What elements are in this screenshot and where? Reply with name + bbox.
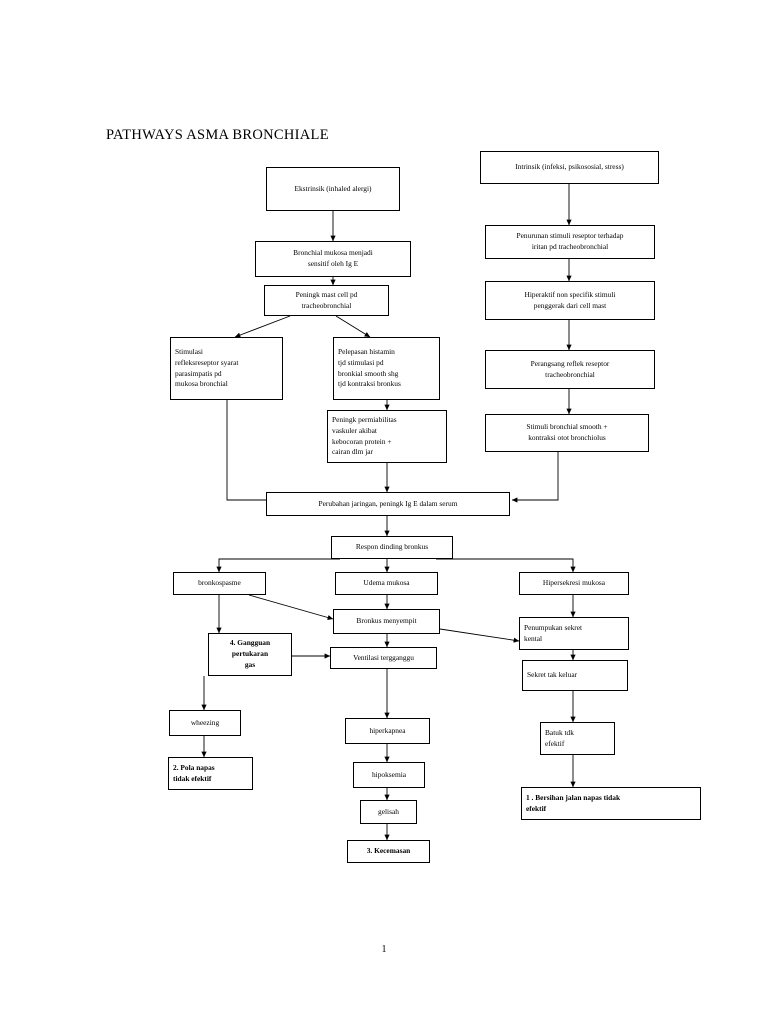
node-perubahan-jaringan: Perubahan jaringan, peningk Ig E dalam s… bbox=[266, 492, 510, 516]
node-hipersekresi-mukosa: Hipersekresi mukosa bbox=[519, 572, 629, 595]
node-peningk-mast-cell: Peningk mast cell pd tracheobronchial bbox=[264, 285, 389, 316]
node-intrinsik: Intrinsik (infeksi, psikososial, stress) bbox=[480, 151, 659, 184]
node-bronkus-menyempit: Bronkus menyempit bbox=[333, 609, 440, 634]
node-udema-mukosa: Udema mukosa bbox=[335, 572, 438, 595]
node-sekret-tak-keluar: Sekret tak keluar bbox=[522, 660, 628, 691]
node-stimuli-bronchial: Stimuli bronchial smooth + kontraksi oto… bbox=[485, 414, 649, 452]
node-gangguan-pertukaran-gas: 4. Gangguan pertukaran gas bbox=[208, 633, 292, 676]
node-gelisah: gelisah bbox=[360, 800, 417, 824]
node-hiperaktif: Hiperaktif non specifik stimuli penggera… bbox=[485, 281, 655, 320]
node-penumpukan-sekret: Penumpukan sekret kental bbox=[519, 617, 629, 650]
page-number: 1 bbox=[381, 944, 387, 955]
node-perangsang-reflek: Perangsang reflek reseptor tracheobronch… bbox=[485, 350, 655, 389]
node-ekstrinsik: Ekstrinsik (inhaled alergi) bbox=[266, 167, 400, 211]
node-bronchial-mukosa: Bronchial mukosa menjadi sensitif oleh I… bbox=[255, 241, 411, 277]
node-batuk-tdk-efektif: Batuk tdk efektif bbox=[540, 722, 615, 755]
node-respon-dinding-bronkus: Respon dinding bronkus bbox=[331, 536, 453, 559]
node-peningk-permiabilitas: Peningk permiabilitas vaskuler akibat ke… bbox=[327, 410, 447, 463]
node-hipoksemia: hipoksemia bbox=[353, 762, 425, 788]
node-wheezing: wheezing bbox=[169, 710, 241, 736]
page-title: PATHWAYS ASMA BRONCHIALE bbox=[106, 127, 329, 143]
node-stimulasi-refleks: Stimulasi refleksreseptor syarat parasim… bbox=[170, 337, 283, 400]
node-penurunan-stimuli: Penurunan stimuli reseptor terhadap irit… bbox=[485, 225, 655, 259]
node-hiperkapnea: hiperkapnea bbox=[345, 718, 430, 744]
node-bersihan-jalan-napas: 1 . Bersihan jalan napas tidak efektif bbox=[521, 787, 701, 820]
node-pelepasan-histamin: Pelepasan histamin tjd stimulasi pd bron… bbox=[333, 337, 440, 400]
node-ventilasi-terganggu: Ventilasi tergganggu bbox=[330, 647, 437, 669]
node-kecemasan: 3. Kecemasan bbox=[347, 840, 430, 863]
node-bronkospasme: bronkospasme bbox=[173, 572, 266, 595]
node-pola-napas-tidak-efektif: 2. Pola napas tidak efektif bbox=[168, 757, 253, 790]
